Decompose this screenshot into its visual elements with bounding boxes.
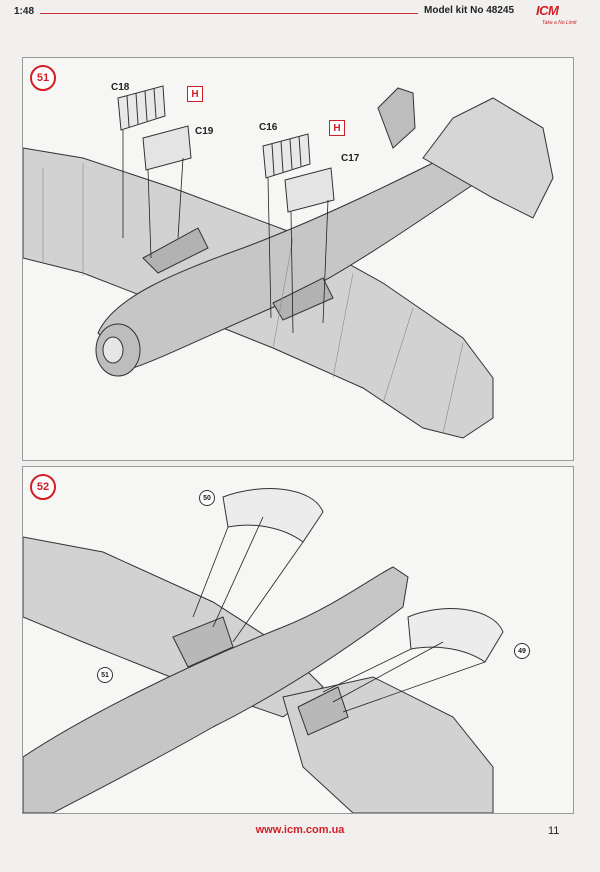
ref-step-50: 50	[199, 490, 215, 506]
ref-step-51: 51	[97, 667, 113, 683]
cockpit-front	[142, 227, 209, 274]
part-c16-shape	[262, 133, 311, 179]
fuselage	[23, 566, 409, 813]
step-51-drawing	[23, 85, 554, 439]
step-51-badge: 51	[30, 65, 56, 91]
cockpit-rear	[297, 686, 349, 736]
part-c19-shape	[142, 125, 192, 171]
footer-url: www.icm.com.ua	[255, 824, 345, 836]
step-52-badge: 52	[30, 474, 56, 500]
icm-logo-icon: ICM Take a No Limit	[532, 3, 577, 33]
part-c18-shape	[117, 85, 166, 131]
cockpit-front	[172, 616, 234, 668]
label-c17: C17	[341, 153, 360, 164]
cockpit-rear	[272, 277, 334, 321]
right-wing	[282, 676, 494, 813]
header-rule	[40, 13, 418, 14]
step-52-panel: 52 50 49 51	[22, 466, 574, 814]
logo-tagline: Take a No Limit	[542, 20, 577, 26]
fin	[377, 87, 416, 149]
tailplane	[422, 97, 554, 219]
label-c19: C19	[195, 126, 214, 137]
color-code-h-1: H	[187, 86, 203, 102]
step-52-drawing	[23, 488, 504, 813]
step-51-panel: 51 C18 C19 C16 C17 H H	[22, 57, 574, 461]
kit-number: Model kit No 48245	[424, 5, 515, 16]
label-c18: C18	[111, 82, 130, 93]
scale-label: 1:48	[14, 6, 35, 17]
ref-step-49: 49	[514, 643, 530, 659]
label-c16: C16	[259, 122, 278, 133]
canopy-rear	[407, 608, 504, 663]
part-c17-shape	[284, 167, 335, 213]
page-number: 11	[548, 825, 560, 837]
logo-text: ICM	[536, 3, 559, 18]
canopy-front	[222, 488, 324, 543]
color-code-h-2: H	[329, 120, 345, 136]
